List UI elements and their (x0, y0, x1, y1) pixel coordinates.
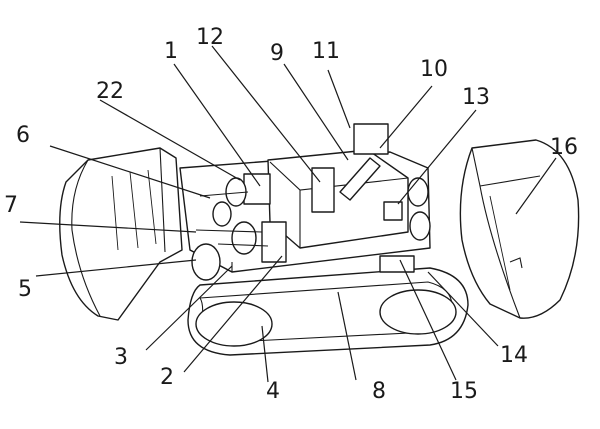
label-4: 4 (266, 379, 280, 404)
label-15: 15 (450, 379, 478, 404)
label-22: 22 (96, 79, 124, 104)
sensor-cube (383, 201, 403, 221)
label-12: 12 (196, 25, 224, 50)
label-7: 7 (4, 193, 18, 218)
pulley-lower (231, 221, 257, 255)
front-cover-housing (59, 147, 183, 321)
front-drive-wheel (195, 301, 273, 347)
label-3: 3 (114, 345, 128, 370)
pulley-upper (212, 201, 232, 227)
label-8: 8 (372, 379, 386, 404)
arm-head-block (353, 123, 389, 155)
side-rollers (379, 177, 431, 273)
gear-box (243, 173, 271, 205)
control-box (311, 167, 335, 213)
leader-lines (19, 45, 557, 383)
label-16: 16 (550, 135, 578, 160)
label-10: 10 (420, 57, 448, 82)
motor-block (267, 149, 409, 249)
label-1: 1 (164, 39, 178, 64)
label-14: 14 (500, 343, 528, 368)
label-13: 13 (462, 85, 490, 110)
label-5: 5 (18, 277, 32, 302)
label-11: 11 (312, 39, 340, 64)
crawler-track (187, 267, 469, 356)
rear-cover (459, 139, 580, 319)
label-2: 2 (160, 365, 174, 390)
reference-labels: 1 12 9 11 10 13 16 22 6 7 5 3 2 4 8 15 1… (4, 25, 578, 404)
label-9: 9 (270, 41, 284, 66)
roller-wheel (191, 243, 221, 281)
gear-shaft-assembly (191, 173, 287, 281)
rear-drive-wheel (379, 289, 457, 335)
label-6: 6 (16, 123, 30, 148)
bearing-seat (261, 221, 287, 263)
